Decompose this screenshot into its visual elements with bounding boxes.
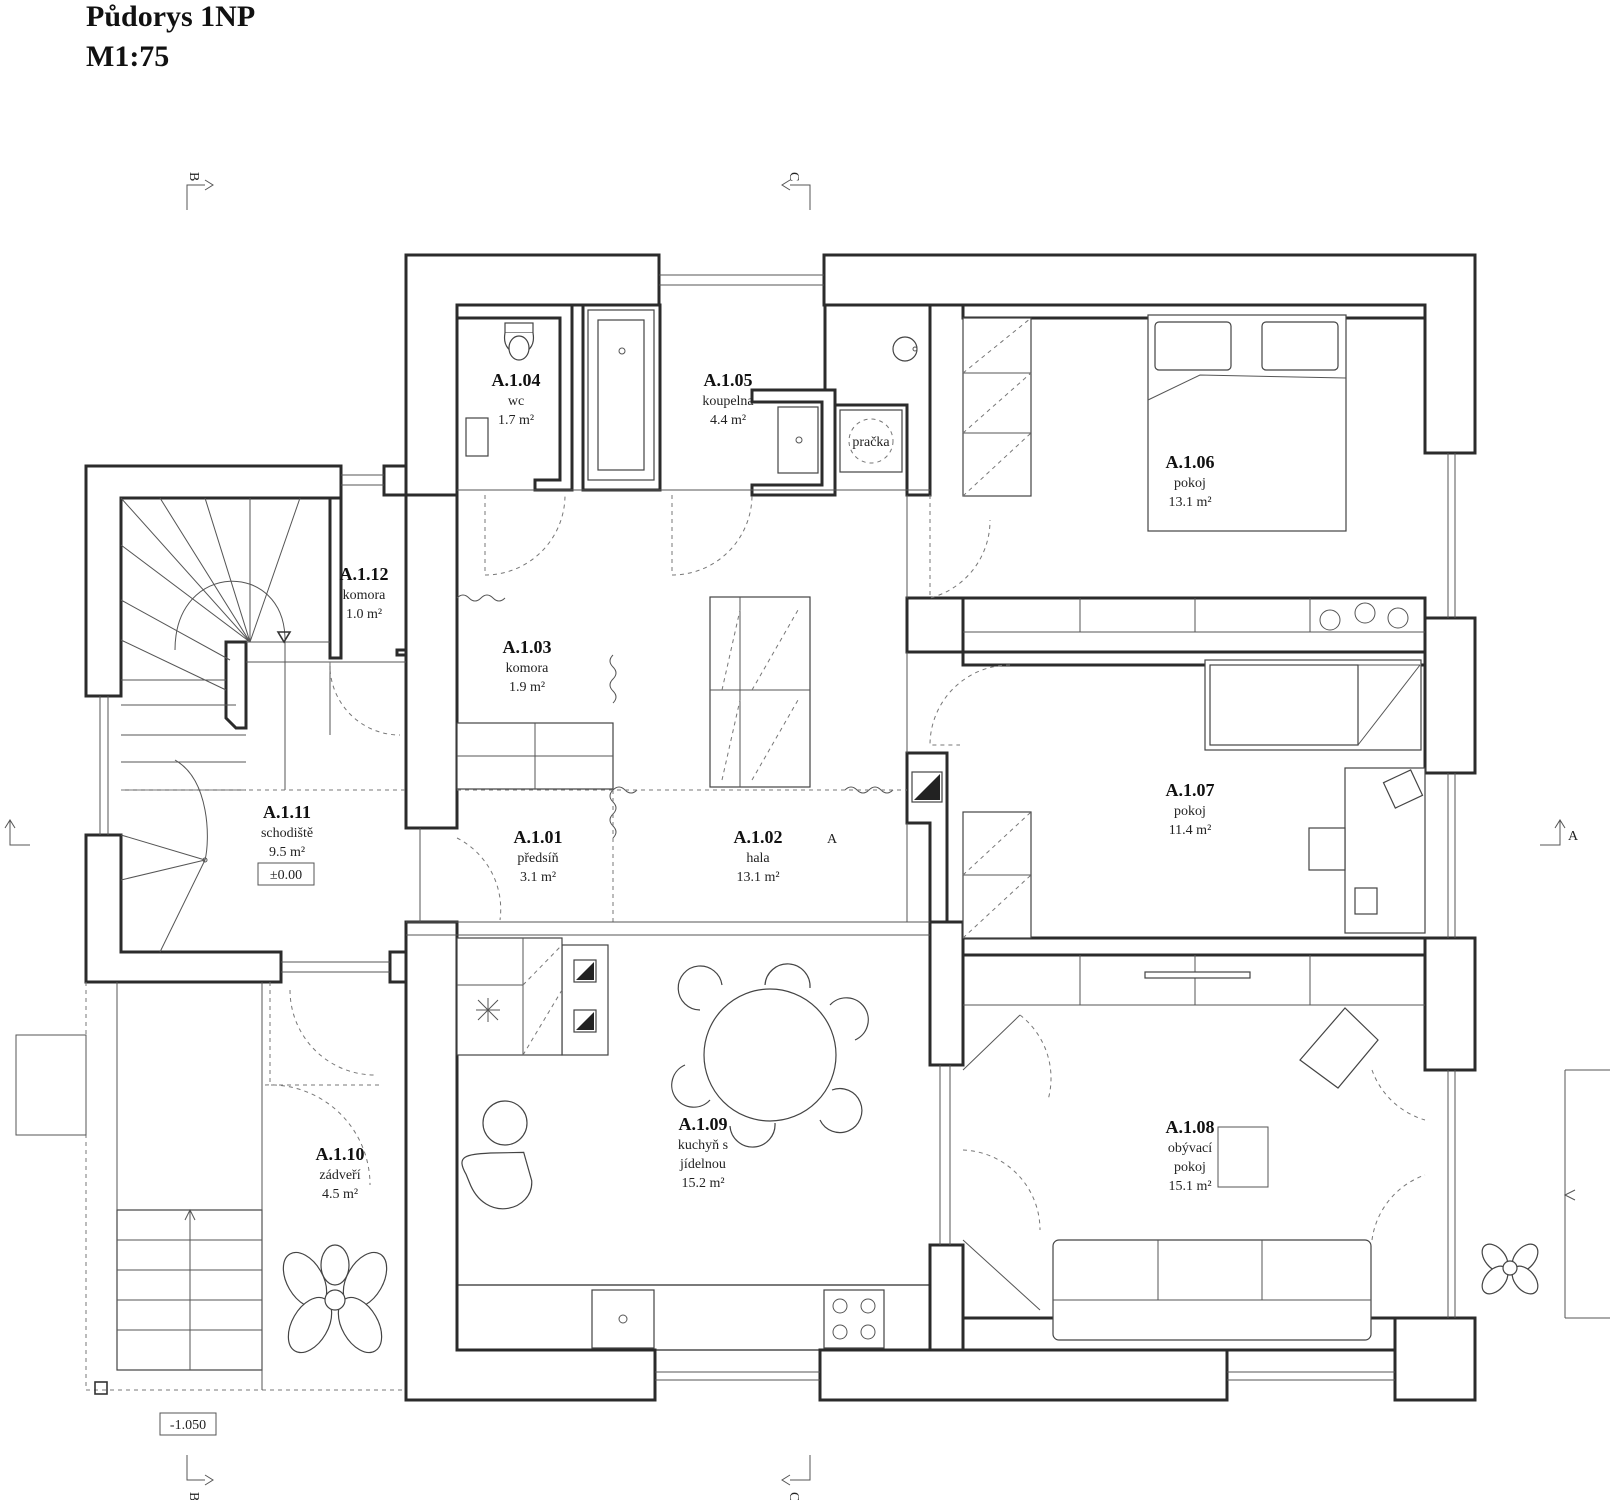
plan-scale: M1:75 — [86, 40, 169, 73]
room-area: 9.5 m² — [269, 845, 305, 860]
room-id: A.1.03 — [503, 637, 552, 657]
plan-title: Půdorys 1NP — [86, 0, 255, 33]
room-name: zádveří — [319, 1168, 360, 1183]
room-labels: A.1.01 předsíň 3.1 m² A.1.02 hala 13.1 m… — [159, 370, 1215, 1436]
room-area: 15.1 m² — [1168, 1179, 1211, 1194]
section-c-bottom: C — [786, 1492, 801, 1500]
section-markers: B B C C A — [4, 172, 1579, 1500]
room-area: 13.1 m² — [1168, 495, 1211, 510]
room-name: obývací — [1168, 1141, 1212, 1156]
windows — [99, 274, 1456, 1381]
room-area: 4.4 m² — [710, 413, 746, 428]
room-name: pokoj — [1174, 476, 1206, 491]
section-a-mark: A — [827, 832, 838, 847]
room-name: koupelna — [702, 394, 754, 409]
room-id: A.1.11 — [263, 802, 311, 822]
room-area: 3.1 m² — [520, 870, 556, 885]
room-id: A.1.07 — [1166, 780, 1215, 800]
section-a-right: A — [1568, 829, 1579, 844]
level-main: ±0.00 — [270, 868, 302, 883]
room-name: pokoj — [1174, 804, 1206, 819]
room-name-2: pokoj — [1174, 1160, 1206, 1175]
room-name: hala — [746, 851, 770, 866]
room-name: schodiště — [261, 826, 313, 841]
room-area: 1.9 m² — [509, 680, 545, 695]
room-name: wc — [508, 394, 524, 409]
room-name: kuchyň s — [678, 1138, 728, 1153]
room-name-2: jídelnou — [679, 1157, 726, 1172]
room-id: A.1.09 — [679, 1114, 728, 1134]
room-area: 4.5 m² — [322, 1187, 358, 1202]
room-name: předsíň — [517, 851, 558, 866]
fixtures: pračka — [15, 309, 1610, 1395]
room-area: 1.7 m² — [498, 413, 534, 428]
washing-machine-label: pračka — [852, 435, 890, 450]
room-id: A.1.10 — [316, 1144, 365, 1164]
room-area: 13.1 m² — [736, 870, 779, 885]
room-name: komora — [506, 661, 550, 676]
section-c-top: C — [786, 172, 801, 181]
room-id: A.1.08 — [1166, 1117, 1215, 1137]
room-id: A.1.02 — [734, 827, 783, 847]
room-id: A.1.05 — [704, 370, 753, 390]
plant-icon — [282, 1244, 388, 1354]
staircase — [120, 497, 406, 953]
room-name: komora — [343, 588, 387, 603]
room-area: 11.4 m² — [1169, 823, 1212, 838]
room-id: A.1.06 — [1166, 452, 1215, 472]
room-area: 1.0 m² — [346, 607, 382, 622]
section-b-top: B — [186, 172, 201, 181]
room-id: A.1.04 — [492, 370, 541, 390]
room-area: 15.2 m² — [681, 1176, 724, 1191]
section-b-bottom: B — [186, 1492, 201, 1500]
plant-icon — [1481, 1243, 1539, 1295]
room-id: A.1.12 — [340, 564, 389, 584]
room-id: A.1.01 — [514, 827, 563, 847]
level-entry: -1.050 — [170, 1418, 206, 1433]
